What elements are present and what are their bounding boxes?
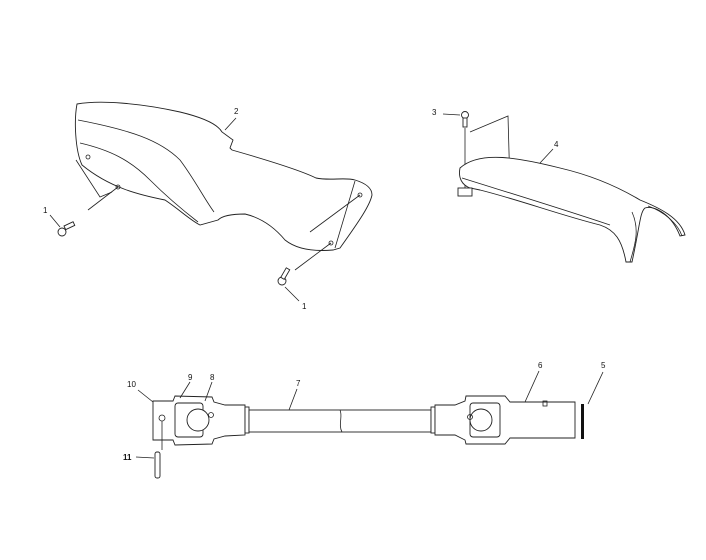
callout-7: 7 [296, 379, 301, 388]
part-4-seat-bracket [457, 148, 686, 263]
callout-2: 2 [234, 107, 239, 116]
part-11-pin [154, 451, 161, 479]
callout-1: 1 [43, 206, 48, 215]
callout-8: 8 [210, 373, 215, 382]
driveshaft-assembly [135, 370, 604, 479]
callout-10: 10 [127, 380, 136, 389]
callout-11: 11 [123, 453, 132, 462]
callout-9: 9 [188, 373, 193, 382]
callout-5: 5 [601, 361, 606, 370]
callout-3: 3 [432, 108, 437, 117]
callout-4: 4 [554, 140, 559, 149]
callout-1: 1 [302, 302, 307, 311]
part-1-bolt-left [49, 214, 76, 237]
part-5-ring [581, 404, 584, 439]
part-2-cover [74, 101, 373, 271]
callout-6: 6 [538, 361, 543, 370]
part-1-bolt-right [277, 267, 300, 302]
